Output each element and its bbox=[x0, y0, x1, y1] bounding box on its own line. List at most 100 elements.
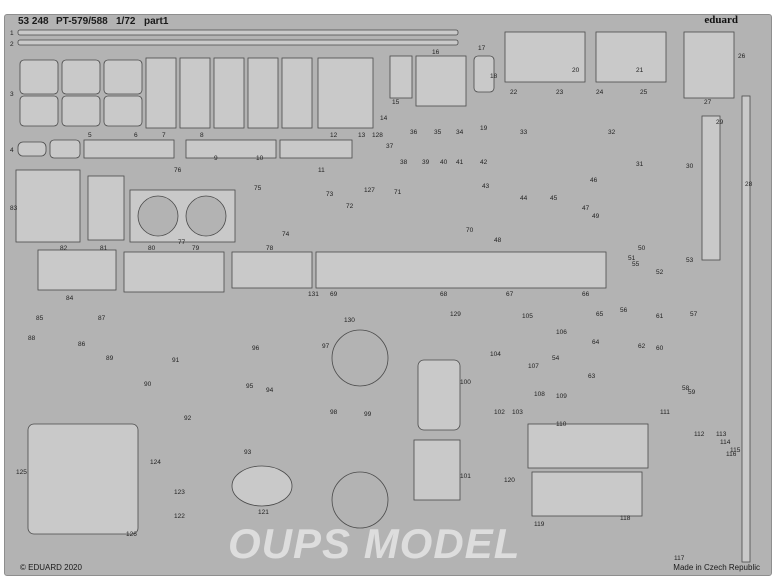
part-number-label: 119 bbox=[534, 521, 545, 528]
part-number-label: 99 bbox=[364, 411, 372, 418]
part-number-label: 13 bbox=[358, 132, 366, 139]
part-number-label: 50 bbox=[638, 245, 646, 252]
scale-label: 1/72 bbox=[116, 16, 136, 27]
part-26 bbox=[683, 31, 735, 99]
part-number-label: 42 bbox=[480, 159, 488, 166]
part-21 bbox=[595, 31, 667, 83]
part-number-label: 34 bbox=[456, 129, 464, 136]
panel-part-3f bbox=[103, 95, 143, 127]
part-number-label: 61 bbox=[656, 313, 664, 320]
part-number-label: 23 bbox=[556, 89, 564, 96]
part-number-label: 45 bbox=[550, 195, 558, 202]
fan-right bbox=[185, 195, 227, 237]
part-16 bbox=[415, 55, 467, 107]
copyright-text: © EDUARD 2020 bbox=[20, 563, 82, 572]
part-number-label: 75 bbox=[254, 185, 262, 192]
part-number-label: 31 bbox=[636, 161, 644, 168]
part-number-label: 66 bbox=[582, 291, 590, 298]
part-number-label: 131 bbox=[308, 291, 319, 298]
part-4 bbox=[17, 141, 47, 157]
panel-part-7b bbox=[179, 57, 211, 129]
vent-part-81 bbox=[87, 175, 125, 241]
part-number-label: 84 bbox=[66, 295, 74, 302]
part-number-label: 130 bbox=[344, 317, 355, 324]
part-83 bbox=[15, 169, 81, 243]
part-number-label: 25 bbox=[640, 89, 648, 96]
part-number-label: 16 bbox=[432, 49, 440, 56]
part-number-label: 26 bbox=[738, 53, 746, 60]
part-number-label: 82 bbox=[60, 245, 68, 252]
part-number-label: 5 bbox=[88, 132, 92, 139]
part-number-label: 64 bbox=[592, 339, 600, 346]
part-number-label: 69 bbox=[330, 291, 338, 298]
part-number-label: 118 bbox=[620, 515, 631, 522]
part-number-label: 114 bbox=[720, 439, 731, 446]
part-18 bbox=[473, 55, 495, 93]
part-number-label: 49 bbox=[592, 213, 600, 220]
part-number-label: 123 bbox=[174, 489, 185, 496]
part-100 bbox=[417, 359, 461, 431]
part-110 bbox=[527, 423, 649, 469]
part-number-label: 89 bbox=[106, 355, 114, 362]
part-number-label: 88 bbox=[28, 335, 36, 342]
part-number-label: 41 bbox=[456, 159, 464, 166]
part-number-label: 113 bbox=[716, 431, 727, 438]
part-number-label: 32 bbox=[608, 129, 616, 136]
part-118 bbox=[531, 471, 643, 517]
part-number-label: 65 bbox=[596, 311, 604, 318]
part-number-label: 112 bbox=[694, 431, 705, 438]
part-number-label: 59 bbox=[688, 389, 696, 396]
part-number-label: 72 bbox=[346, 203, 354, 210]
part-number-label: 22 bbox=[510, 89, 518, 96]
part-number-label: 103 bbox=[512, 409, 523, 416]
part-number-label: 94 bbox=[266, 387, 274, 394]
part-number-label: 12 bbox=[330, 132, 338, 139]
part-number-label: 53 bbox=[686, 257, 694, 264]
part-number-label: 107 bbox=[528, 363, 539, 370]
part-6 bbox=[83, 139, 175, 159]
part-number-label: 43 bbox=[482, 183, 490, 190]
part-number-label: 1 bbox=[10, 30, 14, 37]
part-number-label: 79 bbox=[192, 245, 200, 252]
part-79 bbox=[123, 251, 225, 293]
part-number-label: 57 bbox=[690, 311, 698, 318]
part-number-label: 125 bbox=[16, 469, 27, 476]
part-number-label: 100 bbox=[460, 379, 471, 386]
part-number-label: 51 bbox=[628, 255, 636, 262]
part-number-label: 110 bbox=[556, 421, 567, 428]
part-number-label: 122 bbox=[174, 513, 185, 520]
part-number-label: 98 bbox=[330, 409, 338, 416]
part-number-label: 10 bbox=[256, 155, 264, 162]
strip-part-1 bbox=[17, 29, 459, 36]
part-number-label: 77 bbox=[178, 239, 186, 246]
catalog-number: 53 248 bbox=[18, 16, 49, 27]
part-number-label: 4 bbox=[10, 147, 14, 154]
part-number-label: 8 bbox=[200, 132, 204, 139]
part-number-label: 20 bbox=[572, 67, 580, 74]
part-9 bbox=[185, 139, 277, 159]
part-10 bbox=[279, 139, 353, 159]
part-number-label: 63 bbox=[588, 373, 596, 380]
panel-part-3d bbox=[19, 95, 59, 127]
part-78 bbox=[231, 251, 313, 289]
part-number-label: 87 bbox=[98, 315, 106, 322]
mesh-part-84 bbox=[37, 249, 117, 291]
panel-part-3e bbox=[61, 95, 101, 127]
part-number-label: 46 bbox=[590, 177, 598, 184]
ring-part-97b bbox=[331, 471, 389, 529]
windows-part-68 bbox=[315, 251, 607, 289]
part-number-label: 86 bbox=[78, 341, 86, 348]
part-number-label: 129 bbox=[450, 311, 461, 318]
part-20 bbox=[504, 31, 586, 83]
part-101 bbox=[413, 439, 461, 501]
part-number-label: 19 bbox=[480, 125, 488, 132]
part-number-label: 38 bbox=[400, 159, 408, 166]
part-number-label: 70 bbox=[466, 227, 474, 234]
part-number-label: 78 bbox=[266, 245, 274, 252]
panel-part-8c bbox=[281, 57, 313, 129]
part-number-label: 52 bbox=[656, 269, 664, 276]
part-number-label: 48 bbox=[494, 237, 502, 244]
panel-part-125 bbox=[27, 423, 139, 535]
part-5 bbox=[49, 139, 81, 159]
